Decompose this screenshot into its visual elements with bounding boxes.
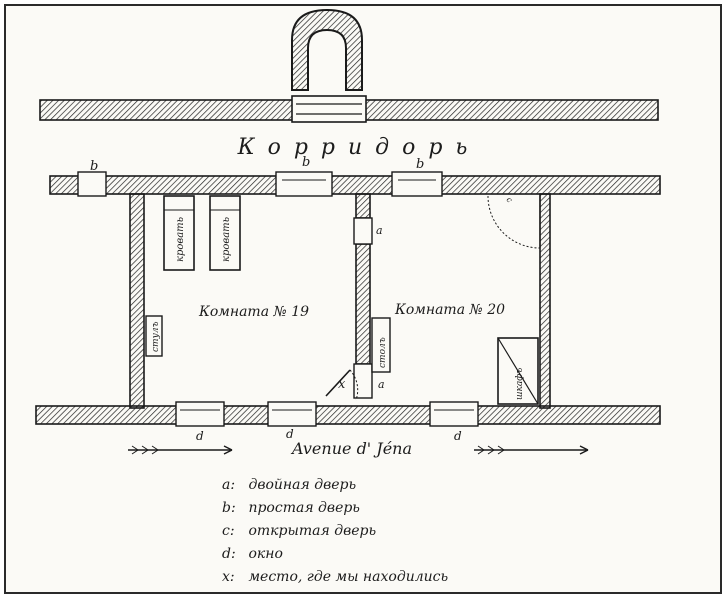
legend-key-b: b: <box>222 500 236 516</box>
door-mark-b-2: b <box>302 155 310 170</box>
door-mark-a-side: a <box>376 224 383 237</box>
legend-text-c: открытая дверь <box>248 523 377 539</box>
middle-wall <box>353 193 373 399</box>
open-door-x: x <box>325 369 359 401</box>
table-label: столъ <box>378 337 388 368</box>
legend-text-b: простая дверь <box>248 500 360 516</box>
table-room20: столъ <box>371 317 391 373</box>
corridor-wall <box>49 171 661 197</box>
legend-key-d: d: <box>222 546 236 562</box>
legend-row-x: x: место, где мы находились <box>222 566 448 589</box>
avenue-label: Avenue d' Jéna <box>290 439 412 458</box>
cabinet-label: шкафъ <box>515 368 525 400</box>
top-outer-wall <box>39 95 659 123</box>
left-wall <box>129 193 145 409</box>
door-mark-b-3: b <box>416 157 424 172</box>
legend-row-b: b: простая дверь <box>222 497 448 520</box>
bed-1: кровать <box>163 195 195 271</box>
room-20-label: Комната № 20 <box>394 302 505 318</box>
legend-key-c: c: <box>222 523 235 539</box>
window-mark-d-2: d <box>286 427 294 441</box>
bed-1-label: кровать <box>175 217 186 262</box>
legend-row-a: a: двойная дверь <box>222 474 448 497</box>
avenue-arrow-right <box>474 445 589 455</box>
legend-row-d: d: окно <box>222 543 448 566</box>
avenue-arrow-left <box>128 445 233 455</box>
corridor-label: К о р р и д о р ь <box>237 135 471 160</box>
legend: a: двойная дверь b: простая дверь c: отк… <box>222 474 448 589</box>
chair-left-label: стулъ <box>151 321 161 352</box>
legend-row-c: c: открытая дверь <box>222 520 448 543</box>
bed-2: кровать <box>209 195 241 271</box>
window-mark-d-3: d <box>454 429 462 443</box>
corner-door-label: c <box>505 195 515 205</box>
bed-2-label: кровать <box>221 217 232 262</box>
legend-text-a: двойная дверь <box>248 477 357 493</box>
room-19-label: Комната № 19 <box>198 304 309 320</box>
door-mark-a-lower: a <box>378 378 385 391</box>
legend-text-d: окно <box>248 546 283 562</box>
cabinet-room20: шкафъ <box>497 337 539 405</box>
chair-left: стулъ <box>145 315 163 357</box>
legend-key-a: a: <box>222 477 236 493</box>
fireplace-arch <box>291 8 363 91</box>
legend-key-x: x: <box>222 569 235 585</box>
position-mark-x: x <box>338 377 346 392</box>
corner-door-c: c <box>487 195 541 249</box>
door-mark-b-1: b <box>90 159 98 174</box>
window-mark-d-1: d <box>196 429 204 443</box>
legend-text-x: место, где мы находились <box>248 569 449 585</box>
right-wall <box>539 193 551 409</box>
bottom-wall <box>35 401 661 427</box>
